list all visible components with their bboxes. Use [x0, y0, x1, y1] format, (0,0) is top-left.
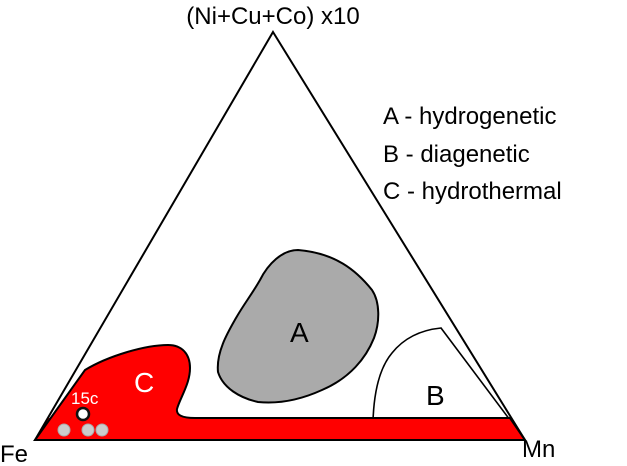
apex-label-mn: Mn: [522, 436, 555, 463]
sample-point: [95, 423, 109, 437]
apex-label-top: (Ni+Cu+Co) x10: [186, 3, 359, 30]
ternary-triangle: [33, 30, 527, 441]
field-c-label: C: [134, 367, 154, 398]
legend-item-c: C - hydrothermal: [383, 178, 562, 205]
sample-point: [81, 423, 95, 437]
field-b-diagenetic: [372, 327, 527, 441]
sample-point: [57, 423, 71, 437]
legend-item-b: B - diagenetic: [383, 141, 530, 168]
field-a-label: A: [290, 317, 309, 348]
sample-label-15c: 15c: [71, 389, 99, 408]
field-a-hydrogenetic: [216, 248, 380, 404]
field-b-label: B: [426, 380, 445, 411]
legend-item-a: A - hydrogenetic: [383, 103, 556, 130]
apex-label-fe: Fe: [0, 441, 28, 466]
field-c-hydrothermal: [33, 343, 527, 441]
sample-point-15c: [75, 406, 91, 422]
